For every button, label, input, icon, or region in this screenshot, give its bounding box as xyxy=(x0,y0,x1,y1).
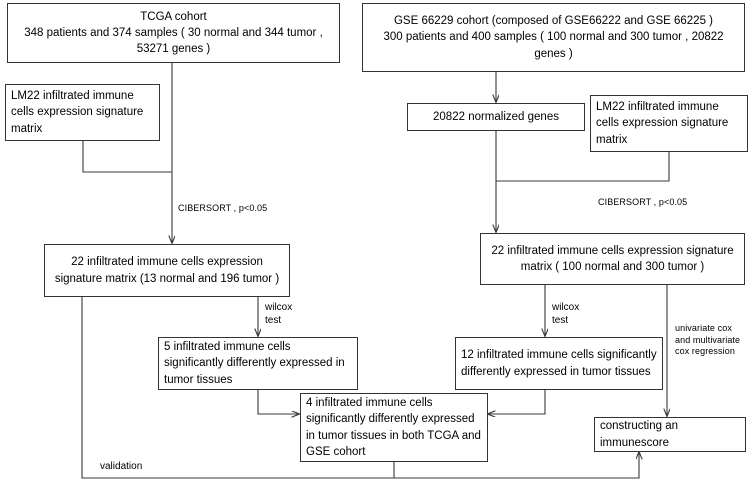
immune-matrix-gse-box: 22 infiltrated immune cells expression s… xyxy=(480,233,745,285)
five-immune-cells-box: 5 infiltrated immune cells significantly… xyxy=(158,337,358,390)
wilcox-test-right-label: wilcox test xyxy=(552,301,580,327)
four-immune-cells-box: 4 infiltrated immune cells significantly… xyxy=(300,393,488,462)
lm22-matrix-right-box: LM22 infiltrated immune cells expression… xyxy=(590,95,748,152)
gse-cohort-box: GSE 66229 cohort (composed of GSE66222 a… xyxy=(362,3,745,72)
cibersort-right-label: CIBERSORT , p<0.05 xyxy=(598,197,688,209)
tcga-cohort-box: TCGA cohort 348 patients and 374 samples… xyxy=(7,3,340,63)
wilcox-test-left-label: wilcox test xyxy=(265,301,293,327)
validation-label: validation xyxy=(100,460,143,473)
twelve-immune-cells-box: 12 infiltrated immune cells significantl… xyxy=(455,337,663,390)
constructing-immunescore-box: constructing an immunescore xyxy=(594,417,746,452)
normalized-genes-box: 20822 normalized genes xyxy=(407,103,585,131)
immune-matrix-tcga-box: 22 infiltrated immune cells expression s… xyxy=(44,244,290,297)
lm22-matrix-left-box: LM22 infiltrated immune cells expression… xyxy=(5,84,160,141)
cox-regression-label: univariate cox and multivariate cox regr… xyxy=(675,323,741,359)
cibersort-left-label: CIBERSORT , p<0.05 xyxy=(178,203,268,215)
